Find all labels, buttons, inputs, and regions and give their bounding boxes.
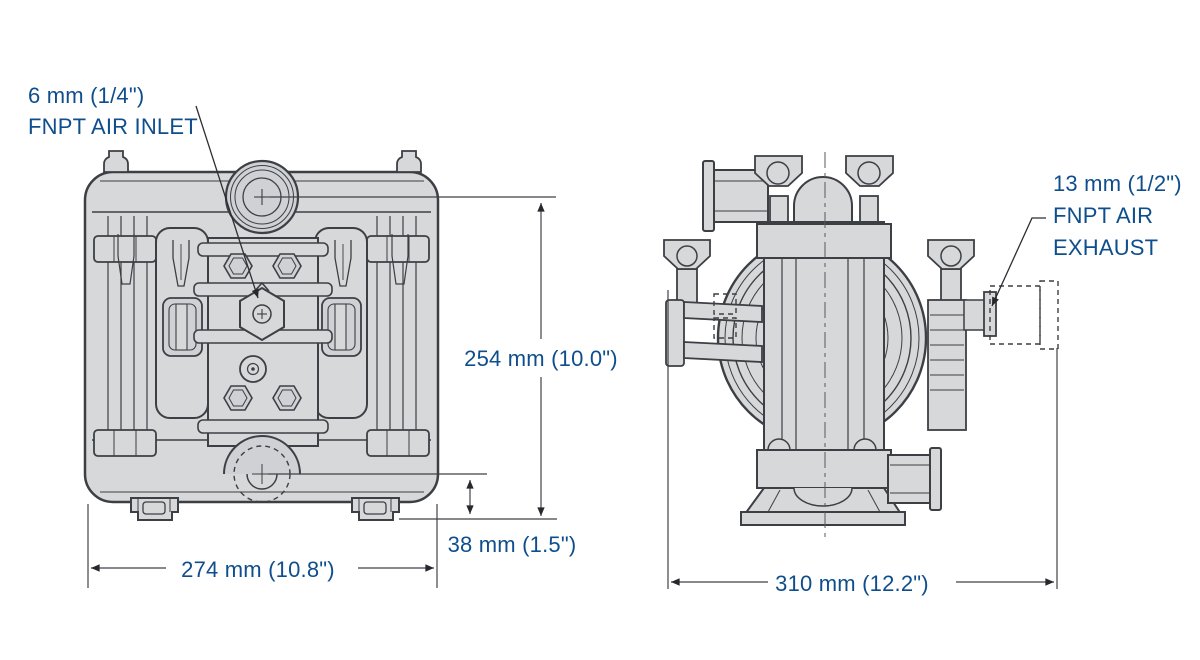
- top-clamps: [754, 155, 894, 229]
- air-inlet-fitting: [239, 281, 285, 342]
- muffler-outline: [989, 280, 1059, 350]
- dimension-label-310: 310 mm (12.2"): [775, 571, 929, 596]
- left-clamp-assembly: [663, 239, 763, 367]
- right-clamp-assembly: [927, 239, 997, 431]
- air-inlet-label-line1: 6 mm (1/4"): [28, 83, 144, 108]
- air-inlet-label-line2: FNPT AIR INLET: [28, 114, 198, 139]
- hex-bolts: [223, 253, 302, 411]
- hidden-inlet-detail: [713, 293, 737, 339]
- dimension-label-254: 254 mm (10.0"): [464, 346, 618, 371]
- corner-cap-left: [103, 150, 129, 173]
- front-view-drawing: [83, 150, 440, 521]
- dimension-label-38: 38 mm (1.5"): [448, 532, 577, 557]
- air-inlet-leader-line: [195, 105, 259, 299]
- left-foot: [130, 497, 179, 521]
- right-wing: [314, 227, 368, 419]
- bottom-right-pipe: [887, 447, 942, 511]
- air-exhaust-label-line3: EXHAUST: [1053, 235, 1158, 260]
- right-foot: [351, 497, 400, 521]
- top-left-pipe: [702, 160, 769, 232]
- corner-cap-right: [396, 150, 422, 173]
- right-column: [366, 216, 430, 457]
- air-exhaust-leader-line: [991, 217, 1046, 307]
- valve-knob: [239, 355, 267, 383]
- dimension-label-274: 274 mm (10.8"): [181, 557, 335, 582]
- top-manifold-block: [756, 223, 892, 259]
- bottom-manifold-block: [756, 438, 892, 489]
- left-column: [93, 216, 157, 457]
- column-dome: [793, 176, 853, 225]
- air-valve-body: [193, 237, 333, 447]
- air-exhaust-label-line1: 13 mm (1/2"): [1053, 171, 1182, 196]
- left-wing: [155, 227, 209, 419]
- base-foot: [740, 487, 906, 526]
- side-view-drawing: [663, 152, 1059, 540]
- annotations: 6 mm (1/4") FNPT AIR INLET 254 mm (10.0"…: [28, 83, 1182, 596]
- air-exhaust-label-line2: FNPT AIR: [1053, 203, 1153, 228]
